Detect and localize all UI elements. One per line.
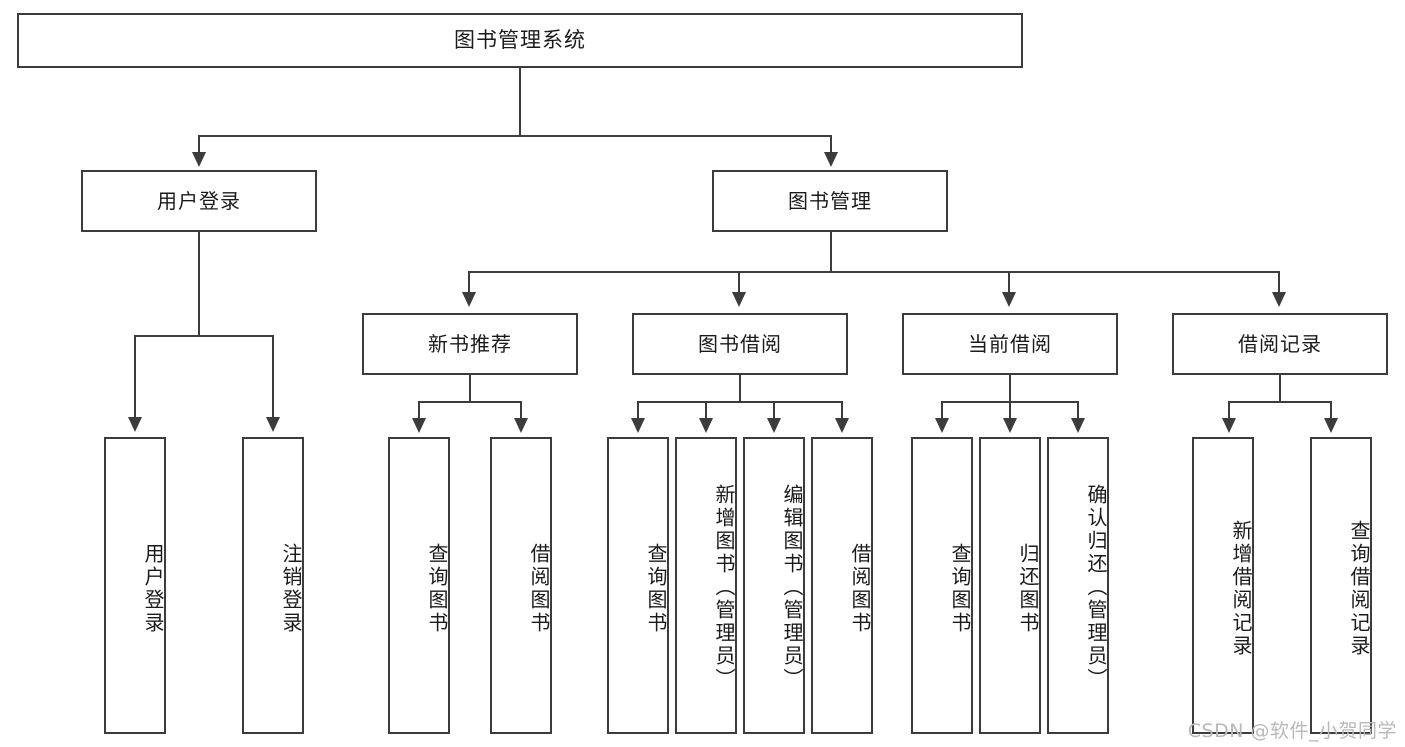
connector-bb-to-leaf-4 — [841, 401, 843, 419]
arrowhead-borrow-record — [1272, 292, 1286, 307]
node-new-book-recommend[interactable]: 新书推荐 — [362, 313, 578, 375]
leaf-query-book-bb[interactable]: 查询图书 — [607, 437, 669, 734]
connector-user-login-to-leaf-1 — [134, 335, 136, 418]
arrowhead-cb-leaf-1 — [935, 418, 949, 433]
leaf-borrow-book-bb[interactable]: 借阅图书 — [811, 437, 873, 734]
connector-nbr-to-leaf-2 — [520, 401, 522, 419]
arrowhead-cb-leaf-2 — [1003, 418, 1017, 433]
connector-bb-stem — [739, 375, 741, 402]
leaf-confirm-return-admin[interactable]: 确认归还（管理员） — [1047, 437, 1109, 734]
connector-br-to-leaf-2 — [1330, 401, 1332, 419]
connector-root-stem — [519, 68, 521, 136]
leaf-query-book-cb[interactable]: 查询图书 — [911, 437, 973, 734]
leaf-add-book-admin[interactable]: 新增图书（管理员） — [675, 437, 737, 734]
arrowhead-book-borrow — [732, 292, 746, 307]
connector-bm-to-book-borrow — [738, 271, 740, 293]
arrowhead-br-leaf-1 — [1222, 418, 1236, 433]
connector-cb-to-leaf-2 — [1009, 401, 1011, 419]
arrowhead-bb-leaf-1 — [631, 418, 645, 433]
connector-book-manage-bar — [468, 271, 1280, 273]
arrowhead-nbr-leaf-2 — [514, 418, 528, 433]
connector-root-to-book-manage — [830, 135, 832, 153]
arrowhead-cb-leaf-3 — [1071, 418, 1085, 433]
connector-user-login-stem — [198, 232, 200, 336]
connector-br-bar — [1228, 401, 1331, 403]
arrowhead-user-login — [192, 152, 206, 167]
leaf-borrow-book-nbr[interactable]: 借阅图书 — [490, 437, 552, 734]
arrowhead-bb-leaf-2 — [699, 418, 713, 433]
node-borrow-record[interactable]: 借阅记录 — [1172, 313, 1388, 375]
node-book-borrow[interactable]: 图书借阅 — [632, 313, 848, 375]
leaf-edit-book-admin[interactable]: 编辑图书（管理员） — [743, 437, 805, 734]
connector-bm-to-borrow-record — [1278, 271, 1280, 293]
arrowhead-new-book-recommend — [462, 292, 476, 307]
node-root-system[interactable]: 图书管理系统 — [17, 13, 1023, 68]
arrowhead-nbr-leaf-1 — [412, 418, 426, 433]
csdn-watermark: CSDN @软件_小贺同学 — [1187, 720, 1397, 742]
connector-br-stem — [1279, 375, 1281, 402]
connector-nbr-bar — [418, 401, 521, 403]
connector-cb-stem — [1009, 375, 1011, 402]
arrowhead-bb-leaf-3 — [767, 418, 781, 433]
connector-br-to-leaf-1 — [1228, 401, 1230, 419]
arrowhead-book-manage — [824, 152, 838, 167]
node-current-borrow[interactable]: 当前借阅 — [902, 313, 1118, 375]
leaf-user-login[interactable]: 用户登录 — [104, 437, 166, 734]
connector-bm-to-current-borrow — [1008, 271, 1010, 293]
connector-bb-bar — [637, 401, 843, 403]
arrowhead-current-borrow — [1002, 292, 1016, 307]
node-user-login[interactable]: 用户登录 — [81, 170, 317, 232]
connector-nbr-to-leaf-1 — [418, 401, 420, 419]
arrowhead-bb-leaf-4 — [835, 418, 849, 433]
connector-user-login-to-leaf-2 — [272, 335, 274, 418]
connector-book-manage-stem — [830, 232, 832, 272]
connector-root-bar — [198, 135, 832, 137]
arrowhead-br-leaf-2 — [1324, 418, 1338, 433]
leaf-return-book[interactable]: 归还图书 — [979, 437, 1041, 734]
connector-bb-to-leaf-3 — [773, 401, 775, 419]
connector-root-to-user-login — [198, 135, 200, 153]
arrowhead-leaf-logout — [266, 417, 280, 432]
connector-bm-to-new-book — [468, 271, 470, 293]
leaf-query-book-nbr[interactable]: 查询图书 — [388, 437, 450, 734]
connector-bb-to-leaf-2 — [705, 401, 707, 419]
connector-cb-to-leaf-1 — [941, 401, 943, 419]
connector-bb-to-leaf-1 — [637, 401, 639, 419]
connector-nbr-stem — [469, 375, 471, 402]
connector-user-login-bar — [134, 335, 272, 337]
arrowhead-leaf-user-login — [128, 417, 142, 432]
connector-cb-to-leaf-3 — [1077, 401, 1079, 419]
leaf-add-borrow-record[interactable]: 新增借阅记录 — [1192, 437, 1254, 734]
leaf-logout[interactable]: 注销登录 — [242, 437, 304, 734]
leaf-query-borrow-record[interactable]: 查询借阅记录 — [1310, 437, 1372, 734]
node-book-manage[interactable]: 图书管理 — [712, 170, 948, 232]
